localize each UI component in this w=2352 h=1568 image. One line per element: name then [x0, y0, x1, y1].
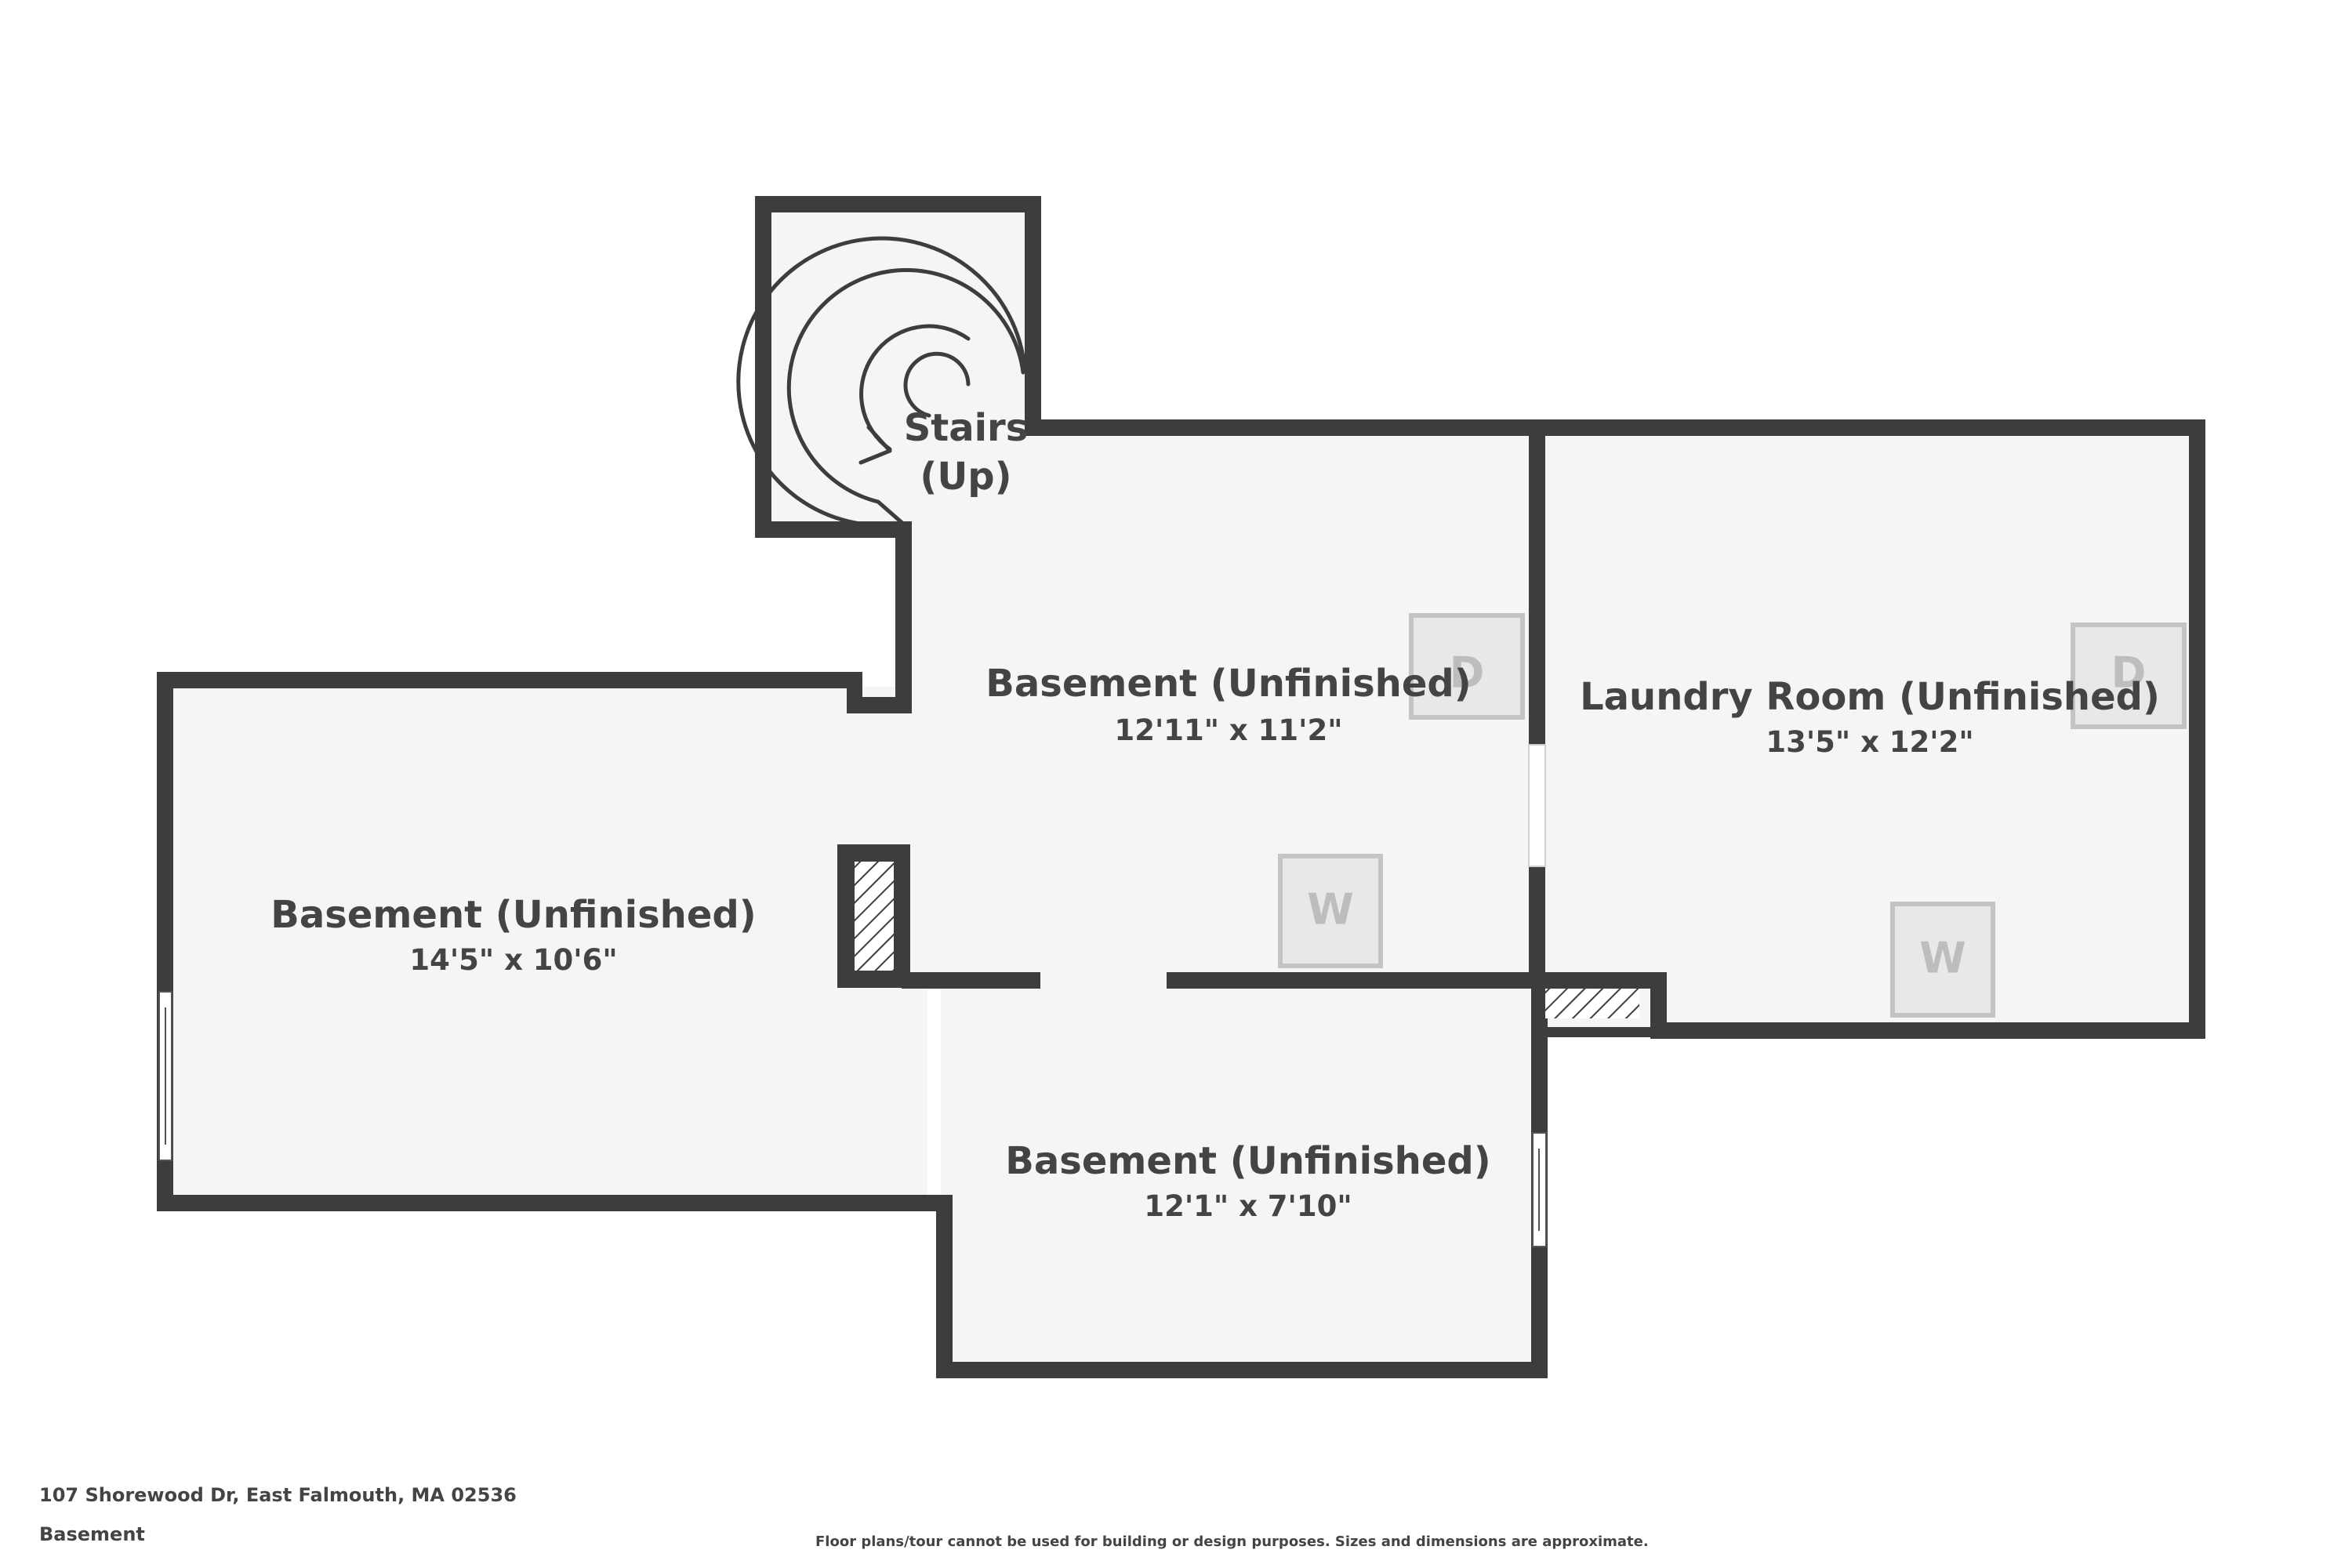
appliance-washer: W [1890, 902, 1995, 1018]
wall [1650, 1022, 2205, 1039]
wall [157, 672, 862, 688]
room-label-basement-lower: Basement (Unfinished) [1005, 1139, 1490, 1183]
wall [902, 972, 1040, 989]
dryer-icon: D [1450, 648, 1485, 698]
room-label-stairs: Stairs [904, 406, 1029, 450]
chase-hatch [1545, 989, 1639, 1018]
wall [2189, 419, 2205, 1039]
wall [936, 1195, 953, 1378]
wall [1529, 427, 1545, 745]
walls [157, 196, 2205, 1378]
appliance-dryer: D [1409, 613, 1525, 720]
wall [1537, 972, 1667, 989]
wall [1025, 196, 1041, 436]
wall [847, 697, 912, 713]
wall [1537, 1027, 1654, 1037]
room-label-stairs-direction: (Up) [920, 455, 1011, 499]
dryer-icon: D [2111, 648, 2147, 698]
openings [158, 744, 1547, 1247]
room-dimensions-laundry: 13'5" x 12'2" [1766, 725, 1973, 759]
wall [755, 196, 771, 538]
floor-name: Basement [39, 1523, 145, 1545]
spiral-stairs-icon [736, 236, 1027, 528]
chase-hatch [855, 862, 894, 971]
room-label-laundry: Laundry Room (Unfinished) [1580, 675, 2160, 719]
washer-icon: W [1919, 934, 1966, 983]
wall [1650, 972, 1667, 1039]
room-label-basement-left: Basement (Unfinished) [270, 893, 756, 937]
wall [936, 1362, 1548, 1378]
room-dimensions-basement-left: 14'5" x 10'6" [409, 943, 617, 977]
disclaimer: Floor plans/tour cannot be used for buil… [815, 1534, 1649, 1550]
wall [1025, 419, 2205, 436]
appliance-dryer: D [2071, 622, 2187, 729]
washer-icon: W [1307, 885, 1354, 935]
wall [1167, 972, 1539, 989]
appliance-washer: W [1278, 854, 1383, 968]
room-dimensions-basement-upper: 12'11" x 11'2" [1114, 713, 1342, 747]
wall [895, 521, 912, 713]
wall [157, 1195, 953, 1211]
property-address: 107 Shorewood Dr, East Falmouth, MA 0253… [39, 1484, 517, 1506]
wall [755, 196, 1041, 212]
room-dimensions-basement-lower: 12'1" x 7'10" [1144, 1189, 1352, 1223]
room-label-basement-upper: Basement (Unfinished) [985, 662, 1471, 706]
door-opening [1528, 744, 1546, 867]
wall [1529, 866, 1545, 988]
